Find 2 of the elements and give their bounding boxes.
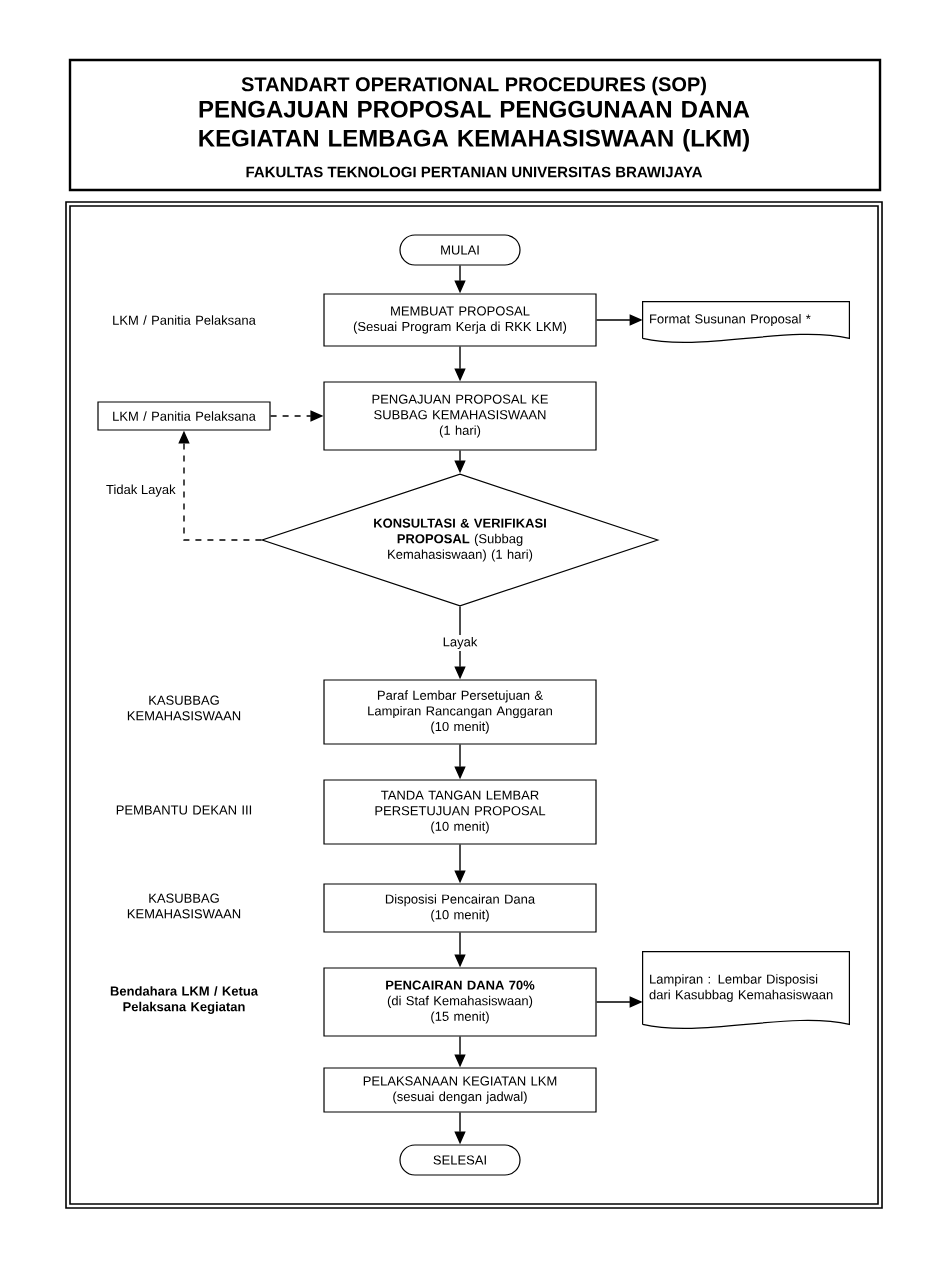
title: PENGAJUAN PROPOSAL PENGGUNAAN DANA KEGIATAN LEMBAGA KEMAHASISWAAN (LKM): [199, 100, 750, 152]
header-text: STANDART OPERATIONAL PROCEDURES (SOP): [241, 76, 706, 96]
